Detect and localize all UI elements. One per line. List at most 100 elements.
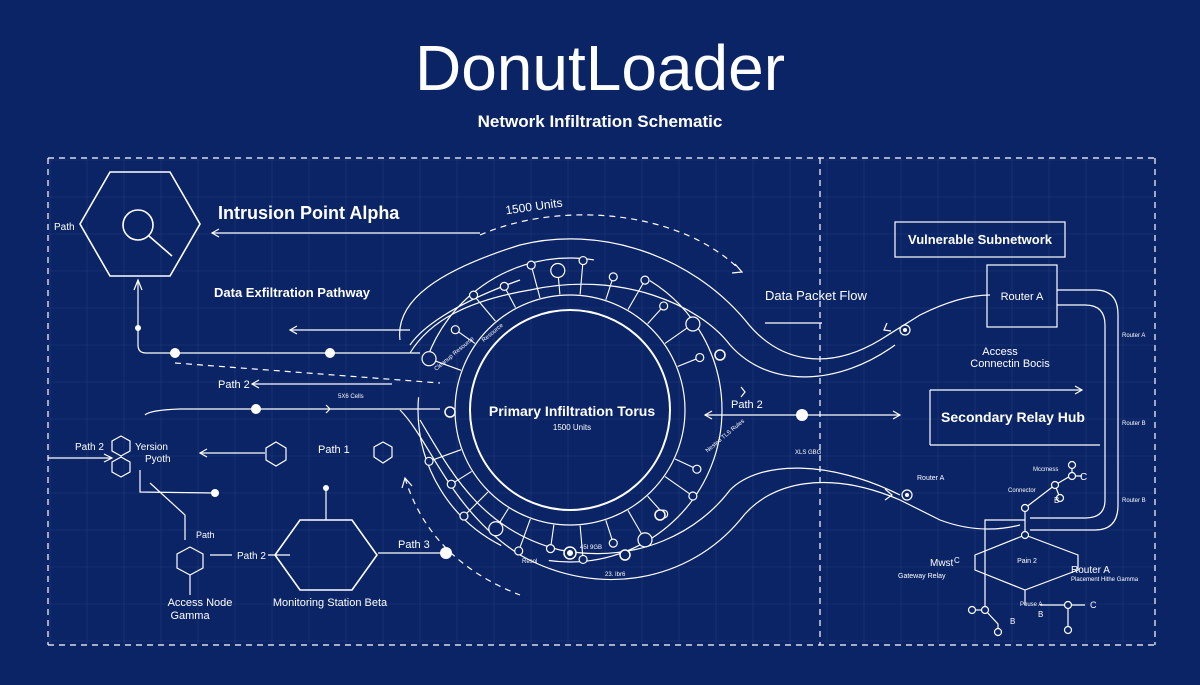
small-label-4: Nested TLS Rules [705,418,746,454]
circuit-trace [579,260,584,295]
circuit-node [685,316,701,332]
cluster-node [967,605,977,615]
circuit-node [654,509,666,521]
circuit-node [695,352,705,363]
access-node-label-2: Gamma [170,610,210,622]
margin-label-a: Router A [1122,333,1145,339]
cluster-node [1063,600,1073,610]
circuit-node [714,349,726,361]
access-node-hexagon [176,546,204,576]
circuit-node [421,351,437,367]
circuit-node [526,260,536,270]
path3-label: Path 3 [398,539,430,551]
circuit-trace [664,476,694,497]
cluster-node [1020,503,1030,513]
intrusion-arrow [210,228,480,238]
c-label-3: C [1090,600,1097,610]
cluster-node [1055,493,1065,503]
circuit-trace [530,264,541,299]
circuit-node [444,406,456,418]
page-subtitle: Network Infiltration Schematic [478,112,723,131]
exfil-pathway-label: Data Exfiltration Pathway [214,285,371,300]
torsion-label-1: Yersion [135,442,168,453]
hex-node [373,441,393,464]
circuit-node [619,549,631,561]
path-label-top: Path [54,222,75,233]
circuit-node [488,521,504,537]
circuit-node [424,456,434,466]
circuit-node [468,290,479,300]
primary-infiltration-torus [399,214,1021,581]
b-label-1: B [1054,496,1059,505]
circuit-node [459,511,469,521]
torsion-hex-pair [111,435,131,478]
cluster-node [1050,480,1060,490]
torus-units: 1500 Units [553,423,591,432]
blueprint-grid [48,158,1155,645]
page-title: DonutLoader [415,32,785,104]
intrusion-point-label: Intrusion Point Alpha [218,203,400,223]
circuit-trace [463,491,489,517]
access-node-label-1: Access Node [168,597,233,609]
cluster-node [1067,460,1077,470]
small-label-6: Resol [522,559,537,565]
c-label-1: C [1080,472,1087,483]
node-dot [325,348,335,358]
path-small-label: Path [196,530,215,540]
path2-mid-label: Path 2 [218,379,250,391]
circuit-node [550,262,566,279]
torus-title: Primary Infiltration Torus [489,403,655,419]
hex-connector-line [137,280,420,354]
mccmess-label: Mccmess [1033,467,1058,473]
torsion-label-2: Pyoth [145,454,171,465]
data-packet-flow-label: Data Packet Flow [765,288,867,303]
outer-frame [47,157,1156,646]
gateway-relay-label: Gateway Relay [898,573,946,580]
monitoring-station-label: Monitoring Station Beta [273,597,388,609]
circuit-node [450,325,460,335]
circuit-node [640,275,650,285]
circuit-node [688,491,698,501]
access-label-2: Connectin Bocis [970,358,1050,370]
circuit-trace [473,294,496,322]
cluster-node [980,605,990,615]
circuit-trace [627,279,646,310]
circuit-node [608,272,618,282]
path1-label: Path 1 [318,444,350,456]
node-dot [440,547,452,559]
small-label-5: XLS GBG [795,450,822,456]
units-top-label: 1500 Units [505,196,564,218]
pain2-label: Pain 2 [1017,558,1037,565]
b-label-3: B [1010,617,1015,626]
node-dot [170,348,180,358]
small-label-8: 45I 9GB [580,545,602,551]
margin-label-c: Router B [1122,498,1146,504]
circuit-node [499,281,509,291]
intrusion-hexagon [79,171,201,277]
circuit-node [545,544,556,554]
circuit-node [659,301,669,311]
mwst-label: Mwst [930,558,954,569]
router-a-bottom-label: Router A [1071,565,1110,576]
router-a-small-label: Router A [917,475,945,482]
circuit-trace [518,518,531,552]
secondary-relay-label: Secondary Relay Hub [941,409,1085,425]
node-dot [251,404,261,414]
cluster-node [1063,625,1073,635]
small-label-1: 5X6 Cells [338,394,364,400]
router-a-box [986,264,1058,328]
circuit-node [578,255,588,266]
circuit-node [578,554,588,565]
path2-center-label: Path 2 [731,399,763,411]
connector-label: Connector [1008,488,1036,494]
small-label-7: 23. Ibr6 [605,572,626,578]
cluster-node [1067,471,1077,481]
pouse-a-label: Pouse A [1020,602,1042,608]
exfil-arrow [288,325,410,335]
secondary-relay-box [929,385,1100,446]
monitoring-station-hexagon [274,485,378,591]
margin-label-b: Router B [1122,421,1146,427]
cluster-node [993,627,1003,637]
